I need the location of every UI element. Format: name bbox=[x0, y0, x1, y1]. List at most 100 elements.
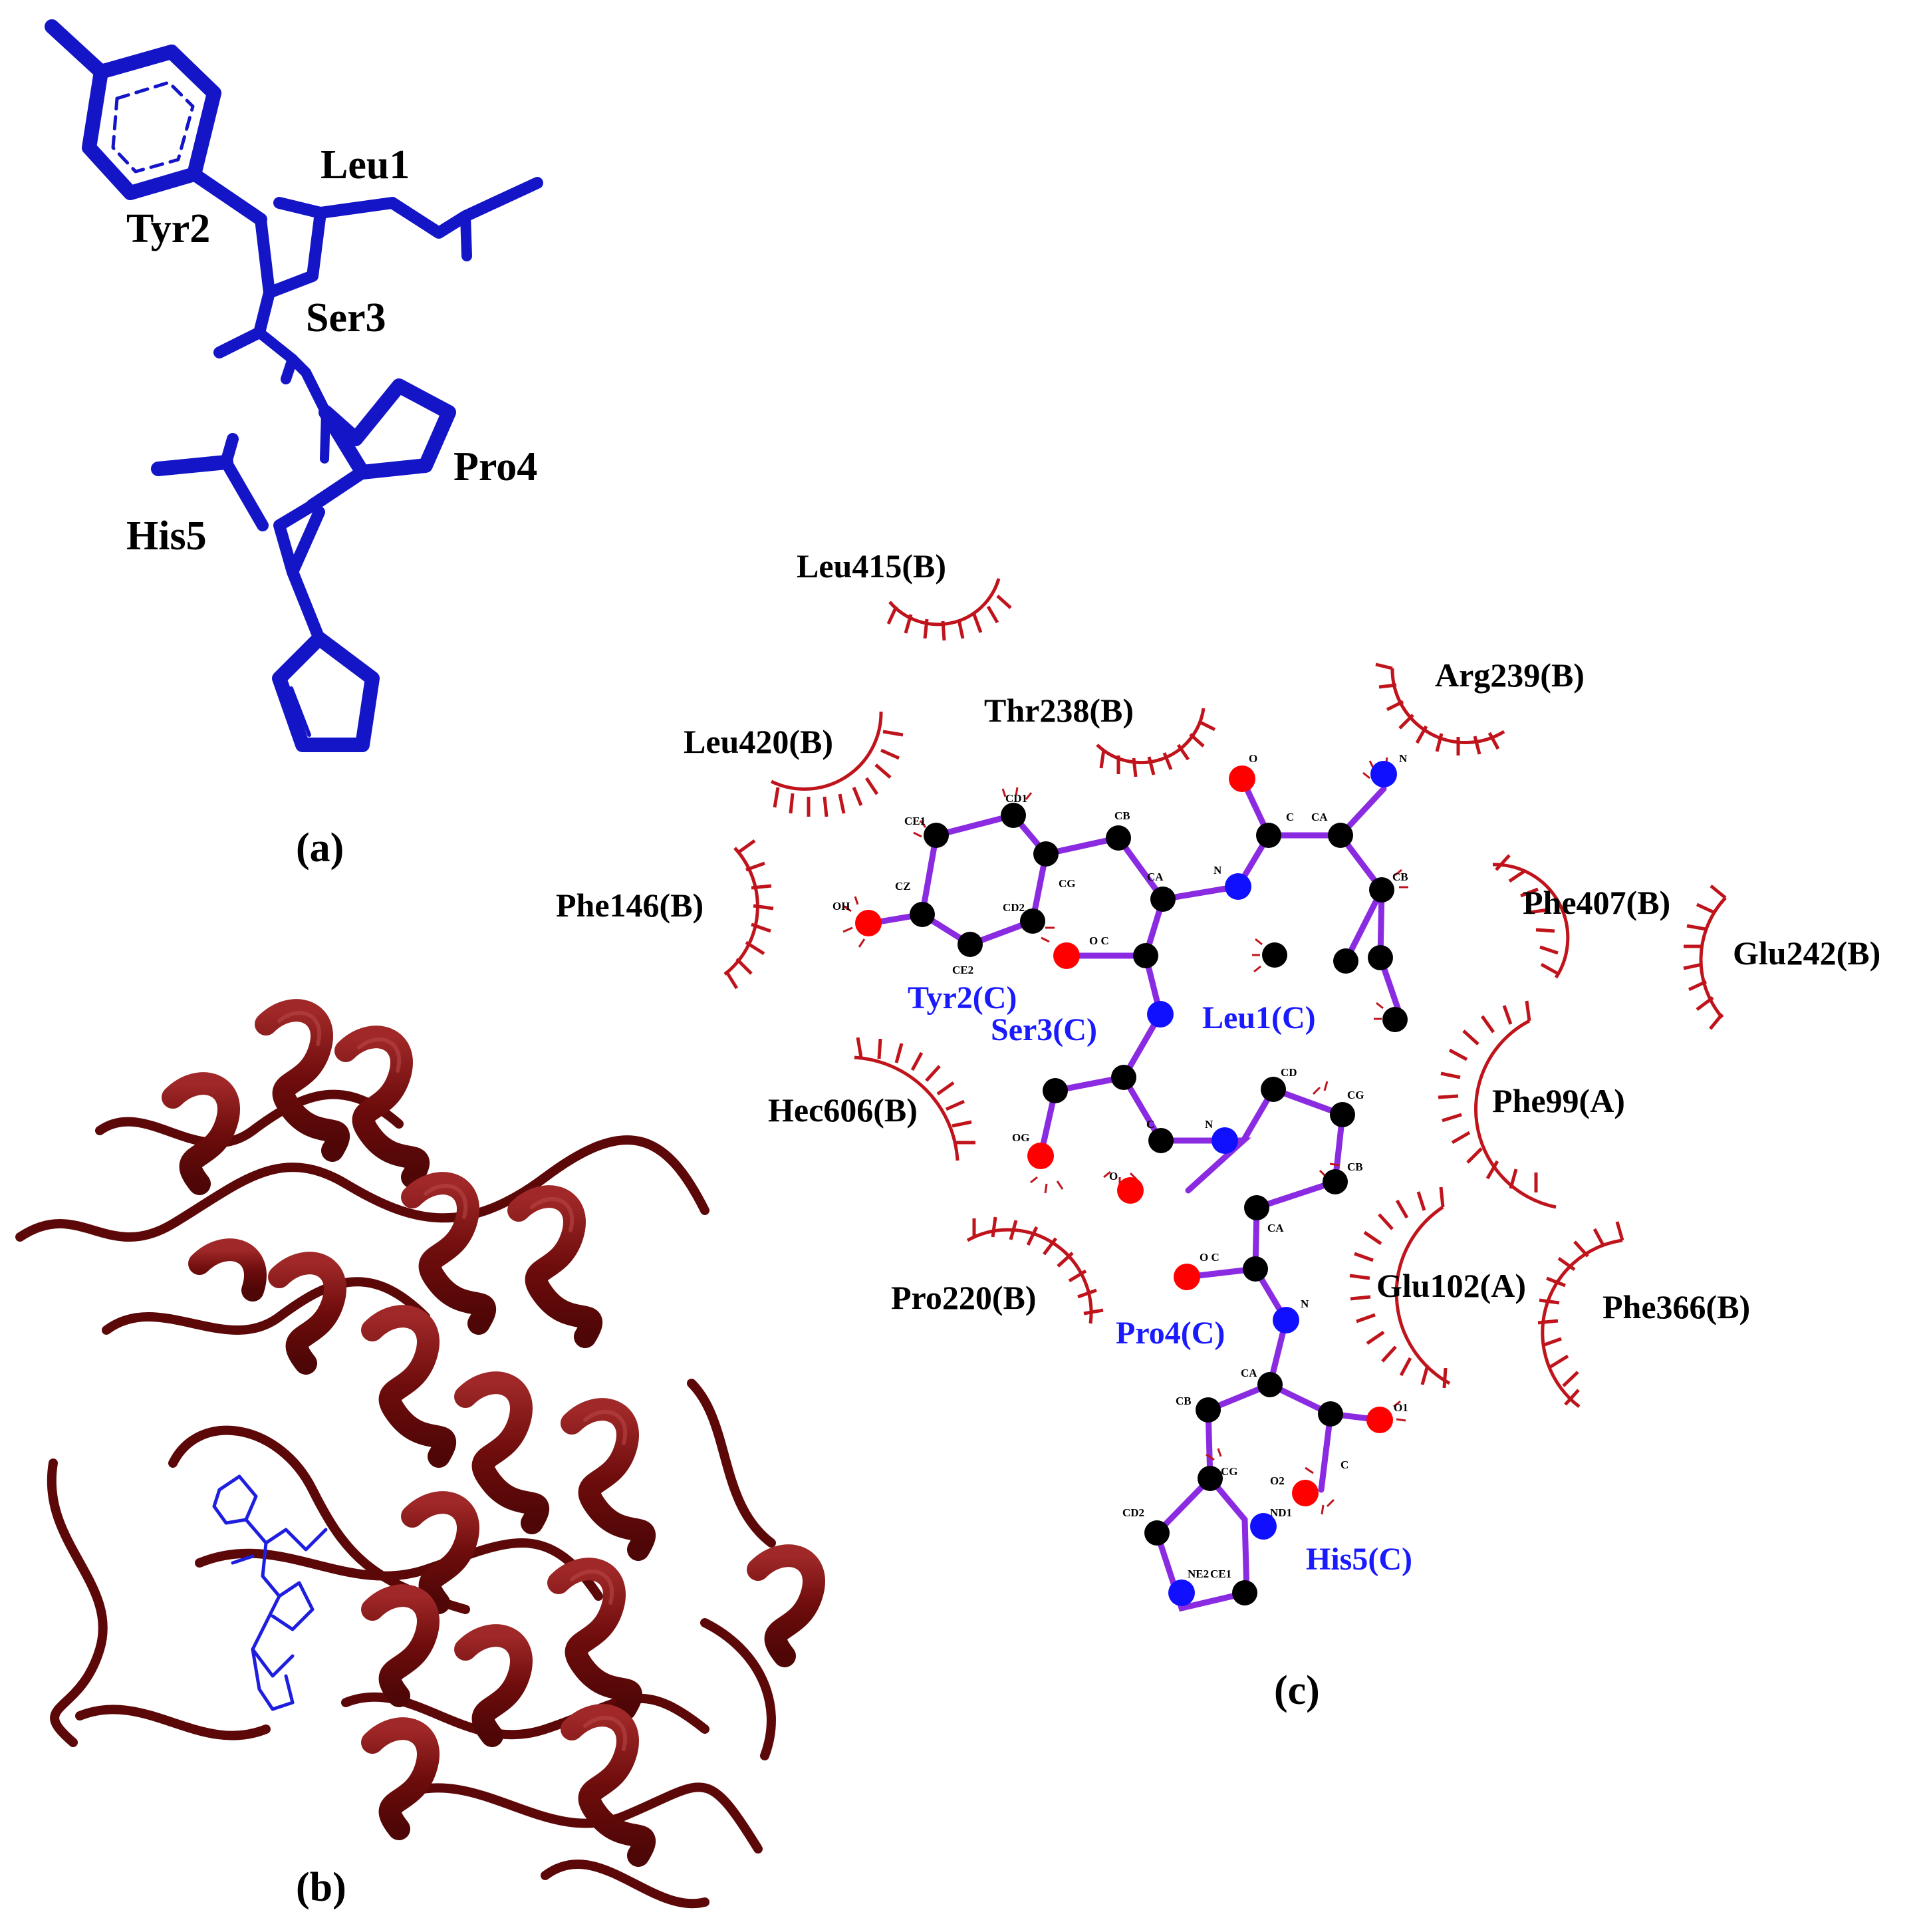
atom-carbon bbox=[1262, 942, 1287, 968]
ligand-label-ser3: Ser3(C) bbox=[991, 1012, 1097, 1047]
atom-label: CG bbox=[1221, 1465, 1238, 1478]
residue-label-phe99: Phe99(A) bbox=[1492, 1082, 1625, 1119]
atom-carbon bbox=[1020, 908, 1045, 934]
atom-label: CG bbox=[1059, 877, 1076, 890]
atom-label: CA bbox=[1311, 811, 1328, 823]
atom-label: O2 bbox=[1270, 1474, 1285, 1487]
atom-carbon bbox=[1244, 1195, 1269, 1220]
atom-label: O bbox=[1249, 752, 1257, 765]
atom-carbon bbox=[910, 902, 935, 927]
label-ser3: Ser3 bbox=[306, 295, 386, 341]
residue-label-leu415: Leu415(B) bbox=[797, 547, 946, 585]
atom-carbon bbox=[1043, 1078, 1068, 1103]
atom-carbon bbox=[1144, 1520, 1170, 1546]
panel-a-stick-model bbox=[45, 19, 543, 752]
atom-label: N bbox=[1213, 864, 1222, 877]
atom-nitrogen bbox=[1168, 1580, 1195, 1606]
ligand-atoms bbox=[855, 761, 1408, 1606]
atom-label: CA bbox=[1267, 1222, 1284, 1234]
ligand-label-his5: His5(C) bbox=[1306, 1542, 1412, 1577]
atom-label: CD2 bbox=[1122, 1506, 1144, 1519]
atom-label: CD2 bbox=[1003, 901, 1025, 914]
atom-carbon bbox=[1106, 825, 1131, 851]
ligand-label-pro4: Pro4(C) bbox=[1116, 1315, 1225, 1351]
atom-label: CE2 bbox=[952, 964, 973, 976]
arc-glu102 bbox=[1394, 1205, 1451, 1385]
arc-phe366 bbox=[1541, 1238, 1623, 1408]
atom-carbon bbox=[1001, 803, 1026, 828]
atom-nitrogen bbox=[1212, 1127, 1238, 1154]
atom-label: OH bbox=[832, 900, 850, 912]
arc-glu242 bbox=[1699, 897, 1727, 1019]
atom-label: CD bbox=[1281, 1066, 1297, 1079]
residue-label-phe407: Phe407(B) bbox=[1523, 884, 1670, 921]
tyr2-ring-inner bbox=[111, 80, 195, 174]
atom-label: CB bbox=[1176, 1395, 1192, 1407]
atom-nitrogen bbox=[1370, 761, 1397, 787]
atom-label: O C bbox=[1200, 1251, 1219, 1264]
atom-nitrogen bbox=[1225, 873, 1251, 900]
atom-carbon bbox=[1150, 887, 1176, 912]
atom-carbon bbox=[1318, 1401, 1343, 1427]
atom-carbon bbox=[1333, 948, 1358, 974]
ligand-residue-labels: Tyr2(C) Ser3(C) Leu1(C) Pro4(C) His5(C) bbox=[908, 980, 1412, 1577]
residue-label-glu242: Glu242(B) bbox=[1733, 934, 1880, 972]
bound-ligand bbox=[212, 1474, 328, 1711]
arc-phe99 bbox=[1474, 1019, 1557, 1209]
atom-labels: O N C CA CB CD1 CD2 CG CE1 CE2 CZ OH O C… bbox=[832, 752, 1408, 1580]
arc-phe407 bbox=[1492, 863, 1570, 979]
atom-carbon bbox=[1033, 841, 1059, 867]
atom-label: CA bbox=[1147, 871, 1164, 883]
atom-carbon bbox=[1330, 1102, 1355, 1127]
atom-nitrogen bbox=[1250, 1513, 1277, 1540]
atom-label: OG bbox=[1012, 1131, 1029, 1144]
residue-label-phe366: Phe366(B) bbox=[1602, 1288, 1750, 1325]
atom-label: CB bbox=[1114, 809, 1130, 822]
atom-oxygen bbox=[1027, 1143, 1054, 1169]
ligand-label-tyr2: Tyr2(C) bbox=[908, 980, 1017, 1016]
atom-label: O1 bbox=[1394, 1401, 1408, 1414]
atom-label: CA bbox=[1241, 1367, 1257, 1379]
atom-carbon bbox=[1369, 877, 1394, 902]
caption-b: (b) bbox=[296, 1865, 346, 1910]
atom-carbon bbox=[1133, 943, 1158, 968]
arc-hec606 bbox=[854, 1055, 959, 1161]
panel-b-ribbon-structure bbox=[15, 999, 825, 1909]
residue-label-arg239: Arg239(B) bbox=[1435, 656, 1585, 694]
residue-label-glu102: Glu102(A) bbox=[1376, 1267, 1526, 1304]
label-tyr2: Tyr2 bbox=[126, 206, 210, 251]
atom-label: CB bbox=[1347, 1161, 1363, 1173]
atom-label: C bbox=[1146, 1118, 1154, 1131]
caption-a: (a) bbox=[296, 825, 344, 871]
contact-arcs bbox=[723, 578, 1727, 1408]
arc-thr238 bbox=[1096, 708, 1206, 765]
atom-oxygen bbox=[1292, 1480, 1319, 1506]
atom-nitrogen bbox=[1273, 1307, 1299, 1333]
arc-leu420 bbox=[770, 711, 883, 791]
atom-carbon bbox=[1328, 823, 1353, 848]
residue-label-pro220: Pro220(B) bbox=[891, 1279, 1036, 1316]
atom-label: O C bbox=[1089, 934, 1109, 947]
atom-carbon bbox=[1198, 1466, 1223, 1491]
atom-carbon bbox=[1196, 1397, 1221, 1423]
atom-label: N bbox=[1399, 752, 1408, 765]
atom-oxygen bbox=[1174, 1264, 1200, 1290]
atom-carbon bbox=[1111, 1065, 1136, 1090]
atom-oxygen bbox=[1117, 1177, 1144, 1204]
residue-label-hec606: Hec606(B) bbox=[768, 1091, 918, 1129]
atom-nitrogen bbox=[1147, 1001, 1174, 1028]
residue-label-phe146: Phe146(B) bbox=[556, 887, 703, 924]
atom-label: N bbox=[1205, 1118, 1213, 1131]
atom-carbon bbox=[1382, 1007, 1408, 1032]
atom-label: O bbox=[1109, 1170, 1118, 1182]
atom-carbon bbox=[958, 932, 983, 957]
atom-label: ND1 bbox=[1270, 1506, 1292, 1519]
atom-carbon bbox=[1232, 1580, 1257, 1605]
atom-carbon bbox=[1256, 823, 1281, 848]
atom-carbon bbox=[924, 823, 949, 848]
atom-carbon bbox=[1368, 945, 1393, 970]
atom-label: C bbox=[1340, 1458, 1348, 1471]
atom-carbon bbox=[1323, 1169, 1348, 1194]
atom-label: CE1 bbox=[904, 815, 926, 827]
